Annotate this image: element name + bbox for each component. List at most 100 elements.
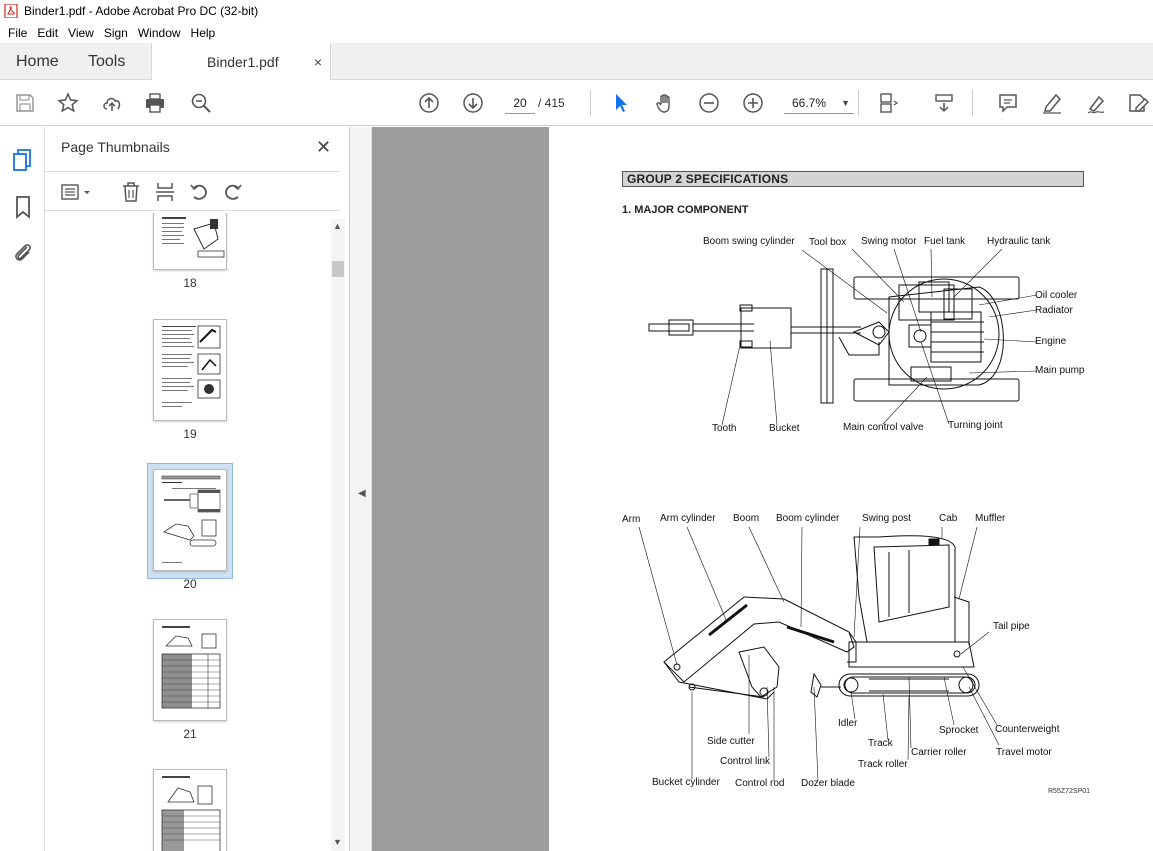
label-dozer-blade: Dozer blade — [801, 778, 855, 789]
tab-document[interactable]: Binder1.pdf × — [151, 43, 331, 81]
menu-sign[interactable]: Sign — [103, 25, 128, 40]
thumbnail-item-selected[interactable]: 20 — [147, 463, 233, 591]
bookmark-icon[interactable] — [11, 195, 35, 219]
fit-page-icon[interactable] — [876, 91, 900, 115]
collapse-left-icon[interactable]: ◀ — [358, 488, 366, 499]
thumbnail-list[interactable]: 18 — [45, 213, 350, 851]
scroll-down-icon[interactable]: ▼ — [333, 837, 342, 847]
tab-close-icon[interactable]: × — [313, 54, 322, 70]
page-number-input[interactable]: 20 — [505, 92, 535, 114]
thumbnail-number: 19 — [183, 427, 197, 441]
menu-edit[interactable]: Edit — [37, 25, 59, 40]
label-muffler: Muffler — [975, 513, 1006, 524]
label-radiator: Radiator — [1035, 305, 1073, 316]
zoom-search-icon[interactable] — [189, 91, 213, 115]
scroll-up-icon[interactable]: ▲ — [333, 221, 342, 231]
sign-pen-icon[interactable] — [1084, 91, 1108, 115]
zoom-out-icon[interactable] — [697, 91, 721, 115]
tab-tools[interactable]: Tools — [88, 52, 126, 70]
attachment-icon[interactable] — [11, 241, 35, 265]
label-main-pump: Main pump — [1035, 365, 1085, 376]
thumbnail-item[interactable]: 18 — [153, 213, 227, 290]
toolbar-divider — [972, 90, 973, 116]
menu-view[interactable]: View — [68, 25, 94, 40]
tab-home[interactable]: Home — [16, 52, 59, 70]
save-icon[interactable] — [13, 91, 37, 115]
thumbnail-item[interactable]: 19 — [153, 319, 227, 441]
hand-tool-icon[interactable] — [653, 91, 677, 115]
scroll-mode-icon[interactable] — [932, 91, 956, 115]
panel-collapse-handle[interactable]: ◀ — [350, 127, 372, 851]
thumbnail-item[interactable]: 21 — [153, 619, 227, 741]
label-bucket-cylinder: Bucket cylinder — [652, 777, 720, 788]
comment-icon[interactable] — [996, 91, 1020, 115]
group-title: GROUP 2 SPECIFICATIONS — [622, 171, 1084, 187]
label-fuel-tank: Fuel tank — [924, 236, 966, 247]
label-hydraulic-tank: Hydraulic tank — [987, 236, 1051, 247]
star-icon[interactable] — [56, 91, 80, 115]
thumbnail-number: 18 — [183, 276, 197, 290]
left-rail — [0, 127, 45, 851]
dozer-blade-shape — [810, 672, 822, 698]
thumbnail-item[interactable] — [153, 769, 227, 851]
delete-icon[interactable] — [120, 181, 142, 203]
page-total: / 415 — [538, 96, 565, 110]
label-engine: Engine — [1035, 336, 1067, 347]
label-sprocket: Sprocket — [939, 725, 979, 736]
track-shape — [838, 673, 980, 697]
menu-window[interactable]: Window — [137, 25, 181, 40]
excavator-diagram — [638, 248, 1038, 782]
edit-pdf-icon[interactable] — [1126, 91, 1150, 115]
zoom-in-icon[interactable] — [741, 91, 765, 115]
tab-document-label: Binder1.pdf — [207, 54, 279, 70]
thumbnail-page — [153, 319, 227, 421]
thumbnail-page — [153, 469, 227, 571]
split-page-icon[interactable] — [154, 181, 176, 203]
next-page-icon[interactable] — [461, 91, 485, 115]
label-turning-joint: Turning joint — [948, 420, 1003, 431]
label-tail-pipe: Tail pipe — [993, 621, 1030, 632]
thumbnail-page — [153, 213, 227, 270]
thumbnail-scrollbar[interactable]: ▲ ▼ — [331, 219, 345, 851]
rotate-right-icon[interactable] — [222, 181, 244, 203]
highlight-pen-icon[interactable] — [1040, 91, 1064, 115]
zoom-level-select[interactable]: 66.7% ▼ — [784, 92, 854, 114]
label-track-roller: Track roller — [858, 759, 908, 770]
label-oil-cooler: Oil cooler — [1035, 290, 1078, 301]
label-boom-cylinder: Boom cylinder — [776, 513, 840, 524]
label-control-rod: Control rod — [735, 778, 785, 789]
boom-shape — [663, 596, 855, 683]
upload-cloud-icon[interactable] — [100, 91, 124, 115]
thumbnail-page — [153, 619, 227, 721]
chevron-down-icon: ▼ — [841, 98, 850, 108]
toolbar: 20 / 415 66.7% ▼ — [0, 80, 1153, 126]
zoom-level-value: 66.7% — [792, 96, 827, 110]
label-tooth: Tooth — [712, 423, 737, 434]
bucket-shape-side — [738, 646, 780, 698]
label-swing-motor: Swing motor — [861, 236, 917, 247]
select-cursor-icon[interactable] — [609, 91, 633, 115]
rotate-left-icon[interactable] — [188, 181, 210, 203]
page-thumbnails-panel: Page Thumbnails ✕ — [45, 127, 350, 851]
menu-bar: File Edit View Sign Window Help — [0, 22, 1153, 43]
previous-page-icon[interactable] — [417, 91, 441, 115]
document-viewport[interactable]: GROUP 2 SPECIFICATIONS 1. MAJOR COMPONEN… — [372, 127, 1153, 851]
section-title: 1. MAJOR COMPONENT — [622, 204, 749, 216]
label-bucket: Bucket — [769, 423, 800, 434]
label-boom-swing-cylinder: Boom swing cylinder — [703, 236, 795, 247]
menu-file[interactable]: File — [8, 25, 28, 40]
label-side-cutter: Side cutter — [707, 736, 755, 747]
print-icon[interactable] — [143, 91, 167, 115]
label-arm-cylinder: Arm cylinder — [660, 513, 716, 524]
title-bar: Binder1.pdf - Adobe Acrobat Pro DC (32-b… — [0, 0, 1153, 22]
close-icon[interactable]: ✕ — [316, 137, 332, 157]
thumbnail-number: 21 — [183, 727, 197, 741]
top-track-lower — [853, 378, 1020, 402]
menu-help[interactable]: Help — [190, 25, 216, 40]
label-cab: Cab — [939, 513, 958, 524]
scrollbar-thumb[interactable] — [332, 261, 344, 277]
options-menu-icon[interactable] — [61, 181, 93, 203]
acrobat-icon — [4, 4, 18, 18]
cab-shape — [853, 535, 956, 643]
page-thumbnails-icon[interactable] — [11, 148, 35, 172]
